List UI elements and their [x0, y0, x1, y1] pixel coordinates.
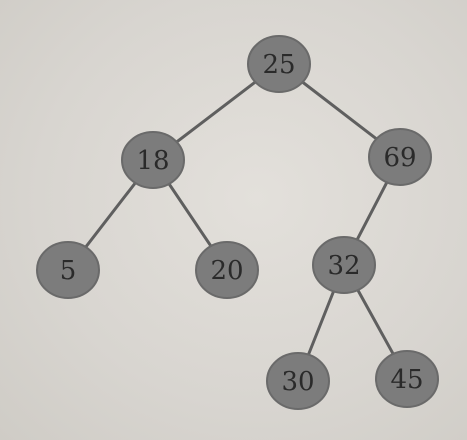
node-label: 30 [281, 367, 314, 397]
node-circle [121, 131, 185, 189]
tree-node: 20 [195, 241, 259, 299]
node-label: 25 [262, 50, 295, 80]
node-circle [36, 241, 100, 299]
node-label: 18 [136, 146, 169, 176]
node-circle [195, 241, 259, 299]
node-label: 32 [327, 251, 360, 281]
tree-node: 5 [36, 241, 100, 299]
tree-node: 45 [375, 350, 439, 408]
tree-node: 25 [247, 35, 311, 93]
nodes-layer: 25 18 69 5 20 32 30 45 [36, 35, 439, 410]
node-circle [266, 352, 330, 410]
node-circle [368, 128, 432, 186]
node-label: 45 [390, 365, 423, 395]
node-circle [375, 350, 439, 408]
tree-node: 32 [312, 236, 376, 294]
tree-node: 18 [121, 131, 185, 189]
node-label: 69 [383, 143, 416, 173]
node-circle [247, 35, 311, 93]
tree-node: 30 [266, 352, 330, 410]
node-label: 20 [210, 256, 243, 286]
node-circle [312, 236, 376, 294]
edges-layer [66, 62, 409, 383]
node-label: 5 [60, 256, 77, 286]
tree-node: 69 [368, 128, 432, 186]
